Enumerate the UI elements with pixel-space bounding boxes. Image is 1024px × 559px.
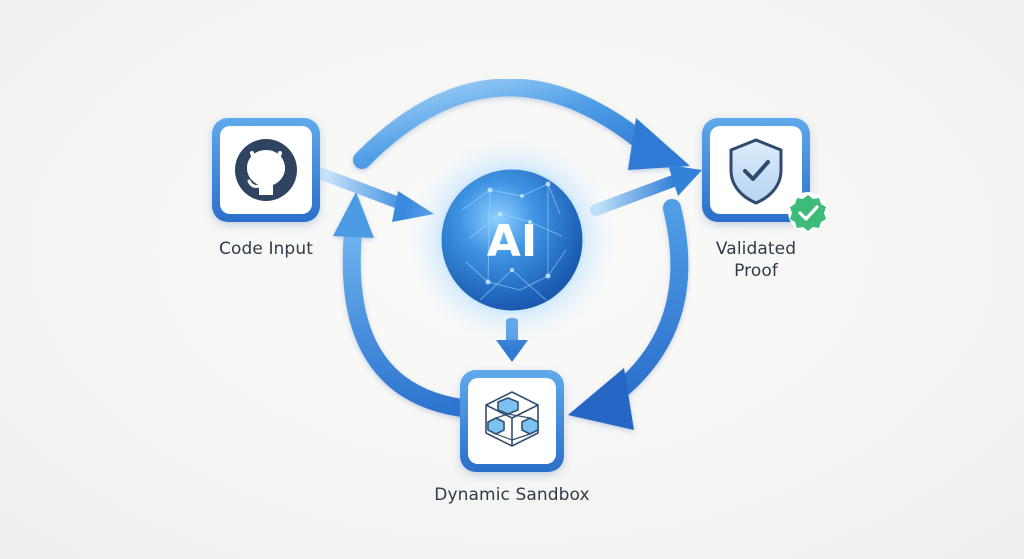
arrow-left-arc (333, 192, 471, 417)
validated-proof-label: Validated Proof (686, 238, 826, 282)
validated-proof-label-line2: Proof (734, 261, 778, 281)
arrow-top-arc (353, 78, 690, 170)
ai-label: AI (487, 216, 537, 267)
dynamic-sandbox-label: Dynamic Sandbox (434, 485, 590, 505)
arrow-right-arc (568, 199, 689, 430)
validated-proof-label-line1: Validated (715, 239, 797, 259)
check-badge-icon (788, 192, 828, 232)
github-icon (235, 139, 297, 201)
shield-check-icon (729, 138, 783, 205)
ai-orb: AI (402, 130, 622, 350)
cube-network-icon (485, 391, 539, 447)
code-input-label: Code Input (219, 239, 313, 259)
